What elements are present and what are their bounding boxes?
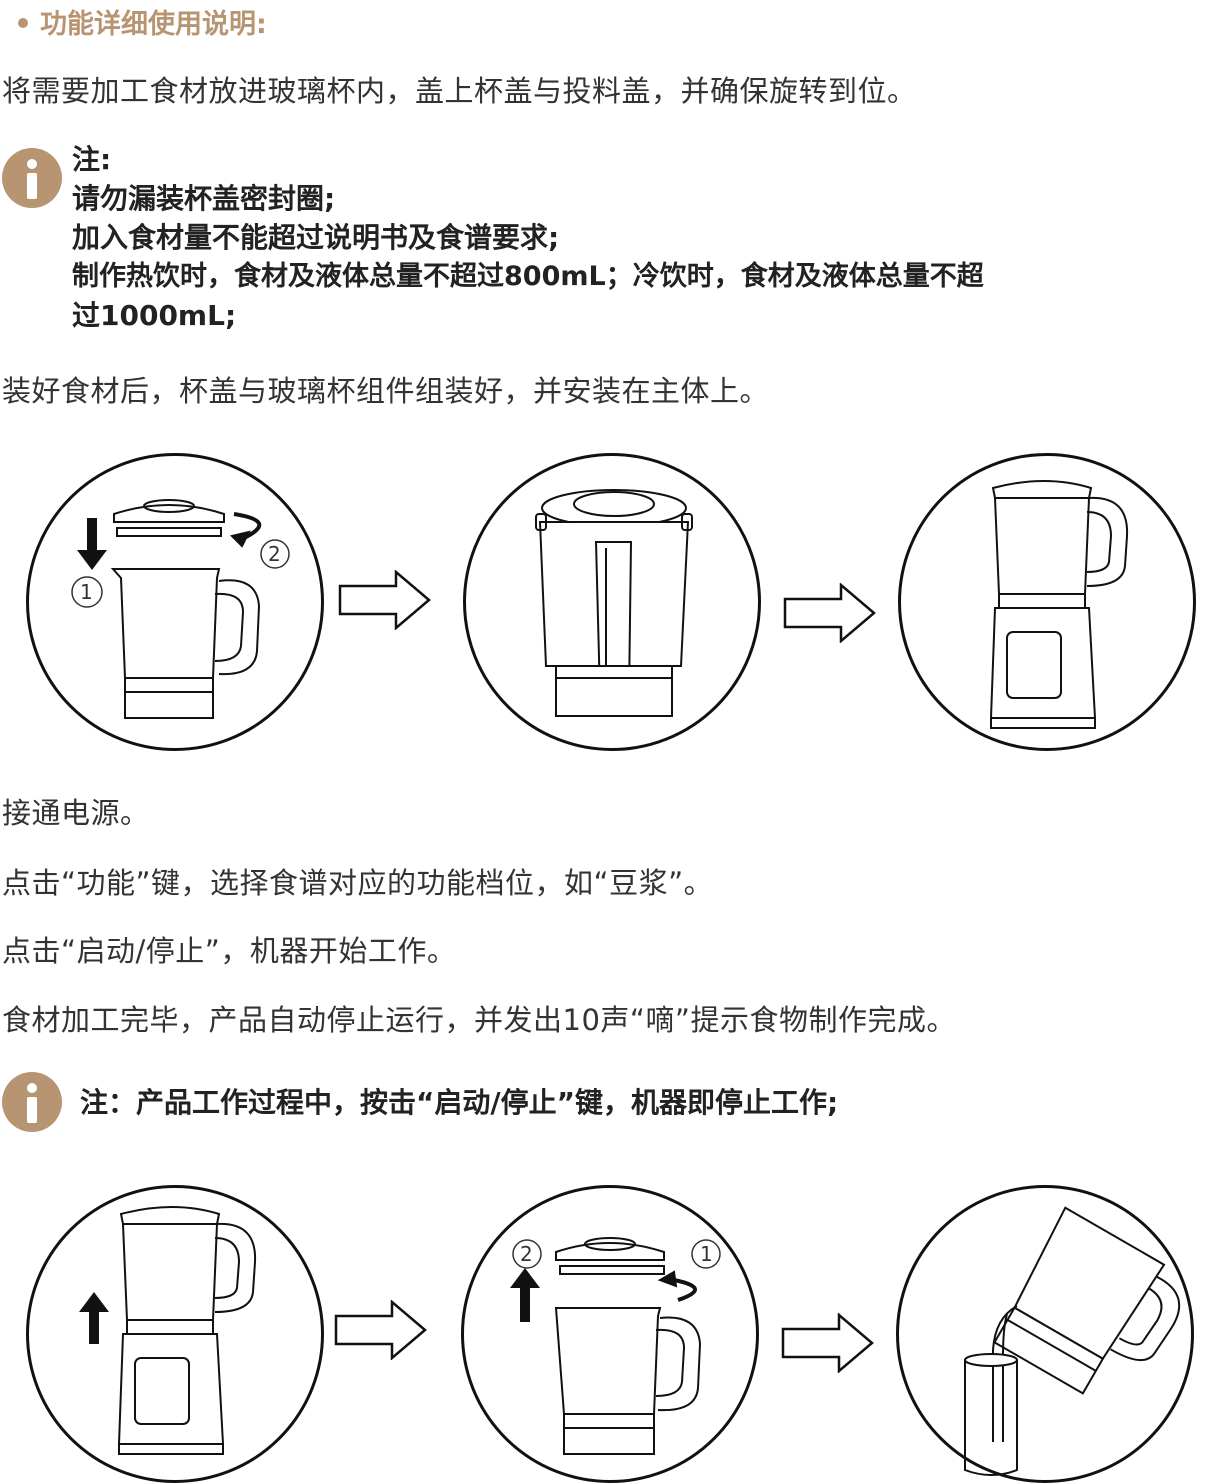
outline-right-arrow-icon — [783, 583, 877, 643]
step-marker: 1 — [80, 580, 93, 604]
paragraph-function-key: 点击“功能”键，选择食谱对应的功能档位，如“豆浆”。 — [2, 866, 714, 900]
paragraph-load-ingredients: 将需要加工食材放进玻璃杯内，盖上杯盖与投料盖，并确保旋转到位。 — [2, 74, 917, 108]
paragraph-power: 接通电源。 — [2, 796, 150, 830]
illustration-jug-on-base — [898, 453, 1196, 751]
step-marker: 2 — [268, 542, 281, 566]
illustration-remove-lid: 2 1 — [461, 1185, 759, 1483]
note-stop-working: 注：产品工作过程中，按击“启动/停止”键，机器即停止工作; — [80, 1086, 839, 1119]
paragraph-assemble: 装好食材后，杯盖与玻璃杯组件组装好，并安装在主体上。 — [2, 374, 770, 408]
paragraph-start-stop: 点击“启动/停止”，机器开始工作。 — [2, 934, 457, 968]
note-line: 制作热饮时，食材及液体总量不超过800mL；冷饮时，食材及液体总量不超 — [72, 261, 984, 292]
section-title-text: 功能详细使用说明: — [40, 9, 267, 40]
note-label: 注: — [72, 143, 112, 176]
outline-right-arrow-icon — [781, 1313, 875, 1373]
note-line: 请勿漏装杯盖密封圈; — [72, 182, 336, 215]
illustration-attach-lid: 2 1 — [26, 453, 324, 751]
info-icon — [2, 148, 62, 208]
paragraph-finish: 食材加工完毕，产品自动停止运行，并发出10声“嘀”提示食物制作完成。 — [2, 1003, 956, 1037]
section-title: 功能详细使用说明: — [18, 2, 267, 41]
illustration-assembled-jug — [463, 453, 761, 751]
bullet-dot — [18, 17, 28, 28]
step-marker: 1 — [700, 1242, 713, 1266]
outline-right-arrow-icon — [338, 570, 432, 630]
outline-right-arrow-icon — [334, 1300, 428, 1360]
note-line: 加入食材量不能超过说明书及食谱要求; — [72, 221, 560, 254]
step-marker: 2 — [520, 1242, 533, 1266]
illustration-pour-drink — [896, 1185, 1194, 1483]
note-block: 注: 请勿漏装杯盖密封圈; 加入食材量不能超过说明书及食谱要求; 制作热饮时，食… — [72, 140, 984, 335]
note-line: 过1000mL; — [72, 299, 237, 332]
info-icon — [2, 1072, 62, 1132]
illustration-lift-jug — [26, 1185, 324, 1483]
